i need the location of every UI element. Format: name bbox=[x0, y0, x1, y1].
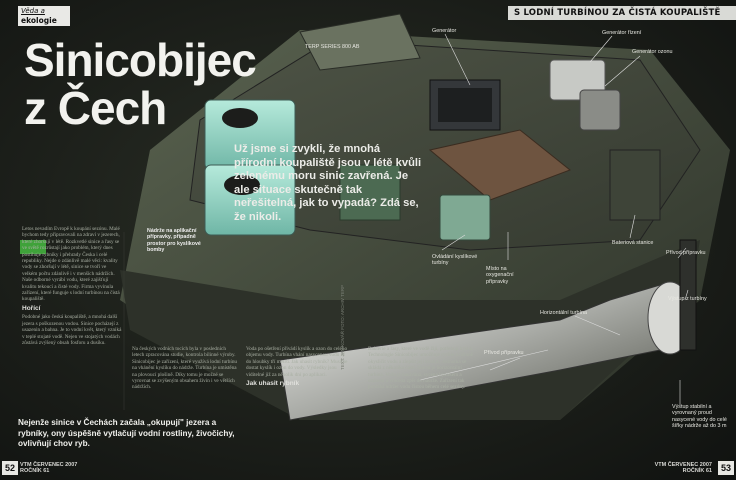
label-bateriova: Bateriová stanice bbox=[612, 240, 654, 246]
page-number-right: 53 bbox=[718, 461, 734, 475]
battery bbox=[609, 149, 661, 221]
cabin-roof bbox=[299, 13, 421, 71]
body-column-4: Bakterie a řasy, které ve vodě žijí, pot… bbox=[368, 346, 478, 394]
label-kyslik: Ovládání kyslíkové turbíny bbox=[432, 254, 478, 267]
body-subhead: Hořící bbox=[22, 304, 41, 312]
label-gen-ozonu: Generátor ozonu bbox=[632, 49, 673, 55]
lead-paragraph: Už jsme si zvykli, že mnohá přírodní kou… bbox=[234, 143, 422, 223]
tank-cap bbox=[224, 175, 260, 195]
tank-caption: Nádrže na aplikační přípravky, případně … bbox=[147, 228, 201, 253]
headline: Sinicobijec z Čech bbox=[24, 34, 257, 134]
header-band: S LODNÍ TURBÍNOU ZA ČISTÁ KOUPALIŠTĚ bbox=[508, 6, 736, 20]
body-paragraph: Bakterie a řasy, které ve vodě žijí, pot… bbox=[368, 346, 474, 391]
body-column-1: Letos nevadím Evropě k koupání sezónu. M… bbox=[22, 226, 122, 349]
footer-date: VTM ČERVENEC 2007 bbox=[20, 462, 78, 468]
footer-year: ROČNÍK 61 bbox=[682, 468, 712, 475]
hull-lower bbox=[120, 240, 700, 420]
label-horizontalni: Horizontální turbína bbox=[540, 310, 588, 316]
body-paragraph: Voda po ošetření přivádí kyslík a ozon d… bbox=[246, 346, 348, 378]
page-number-left: 52 bbox=[2, 461, 18, 475]
label-tech: TERP SERIES 800 AB bbox=[305, 44, 360, 50]
label-privod2: Přívod přípravku bbox=[484, 350, 524, 356]
section-tag-line1: Věda a bbox=[21, 7, 45, 15]
footer-year: ROČNÍK 61 bbox=[20, 468, 50, 475]
label-gen-rizeni: Generátor řízení bbox=[602, 30, 642, 36]
headline-line1: Sinicobijec bbox=[24, 34, 257, 86]
body-paragraph: Na českých vodních tocích byla v posledn… bbox=[132, 346, 238, 391]
label-vystup-detail: Výstup stabilní a vyrovnaný proud nasyce… bbox=[672, 404, 727, 429]
label-privod: Přívod přípravku bbox=[666, 250, 706, 256]
turbine-stem bbox=[679, 239, 697, 351]
label-vystup: Výstup z turbíny bbox=[668, 296, 707, 302]
photo-credit: TEXT: JAN KOVÁŘ FOTO: ARCHIV TERP bbox=[340, 284, 345, 370]
wood-deck bbox=[428, 129, 571, 201]
pull-quote: Nejenže sinice v Čechách začala „okupují… bbox=[18, 418, 235, 448]
body-subhead: Jak uhasit rybník bbox=[246, 380, 300, 388]
footer-date: VTM ČERVENEC 2007 bbox=[654, 462, 712, 468]
headline-line2: z Čech bbox=[24, 82, 167, 134]
body-column-2: Na českých vodních tocích byla v posledn… bbox=[132, 346, 237, 394]
product-tank bbox=[439, 194, 491, 241]
footer-left: VTM ČERVENEC 2007 ROČNÍK 61 bbox=[20, 462, 77, 475]
body-paragraph: Podobné jako česká koupaliště, a mnohá d… bbox=[22, 314, 122, 346]
body-paragraph: Letos nevadím Evropě k koupání sezónu. M… bbox=[22, 226, 120, 303]
section-tag: Věda a ekologie bbox=[18, 6, 70, 26]
section-tag-line2: ekologie bbox=[21, 16, 57, 25]
footer-right: VTM ČERVENEC 2007 ROČNÍK 61 bbox=[648, 462, 712, 475]
body-column-3: Voda po ošetření přivádí kyslík a ozon d… bbox=[246, 346, 350, 389]
green-tank bbox=[339, 164, 401, 221]
label-generator: Generátor bbox=[432, 28, 457, 34]
tank-cap bbox=[222, 108, 258, 128]
label-misto: Místo na oxygenační přípravky bbox=[486, 266, 514, 285]
green-drop-marker bbox=[20, 240, 46, 254]
